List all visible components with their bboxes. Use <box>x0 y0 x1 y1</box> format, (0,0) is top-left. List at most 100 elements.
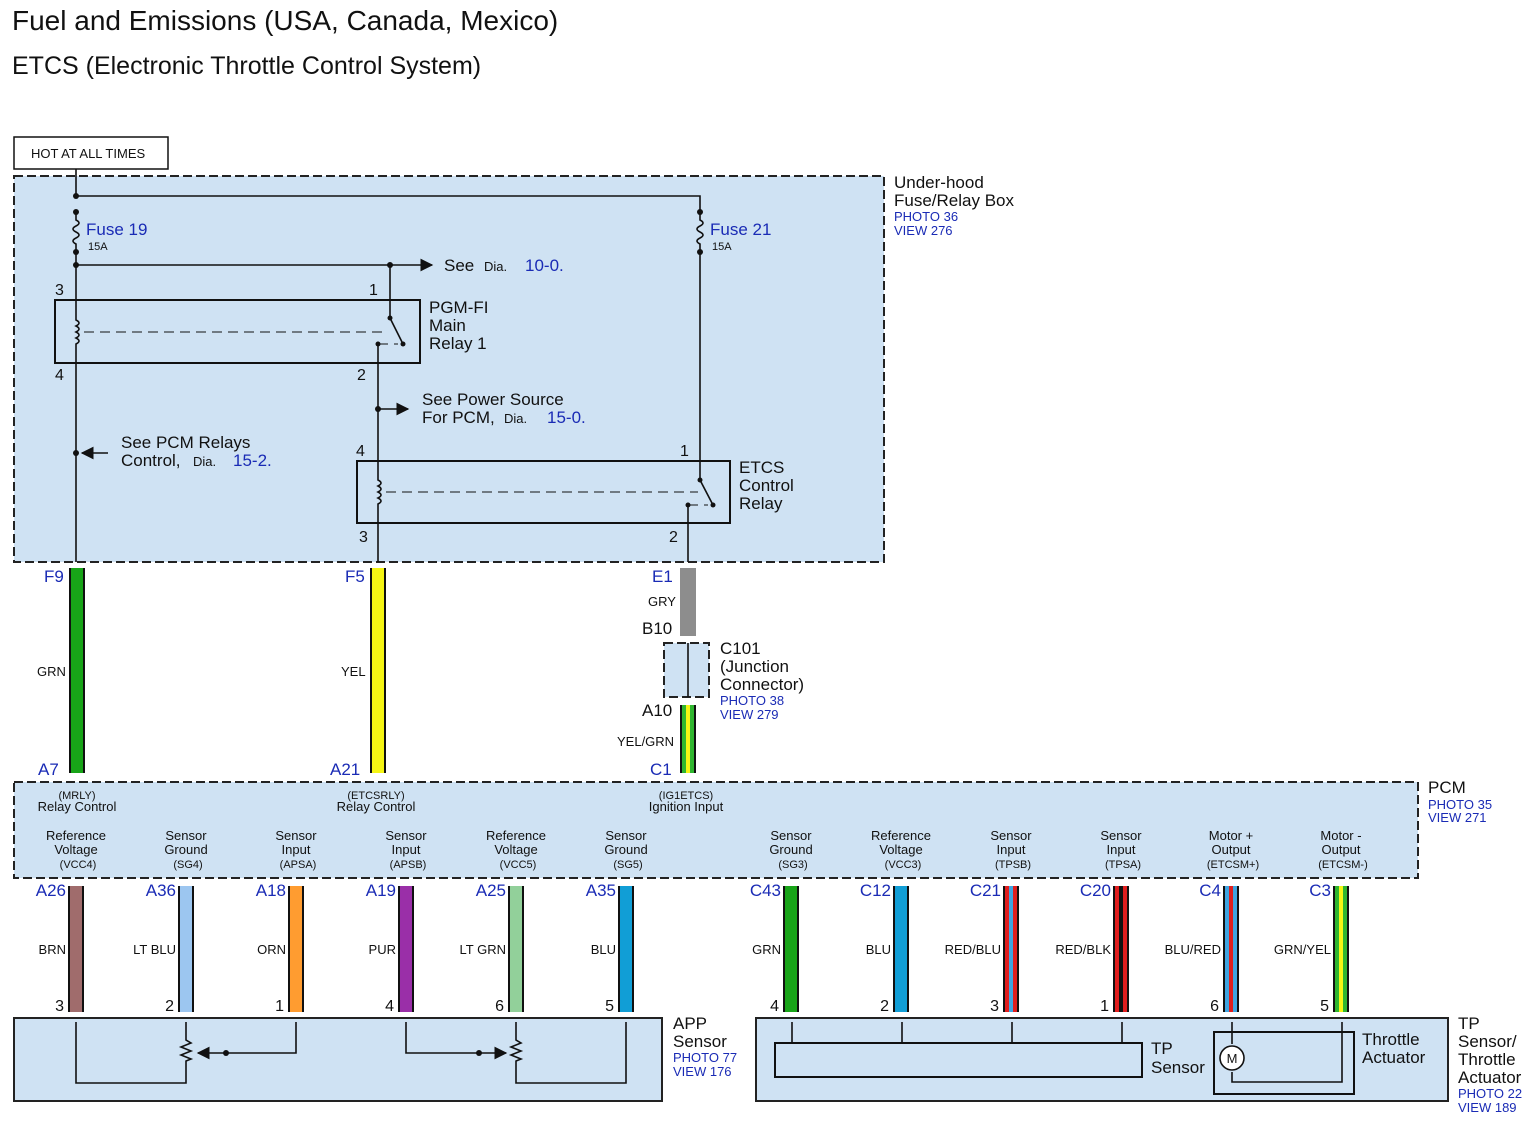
fuse-21-symbol <box>696 212 704 252</box>
relay1-name-line3: Relay 1 <box>429 334 487 353</box>
fuse-19-label[interactable]: Fuse 19 <box>86 220 147 239</box>
app-sensor-name-line2: Sensor <box>673 1032 727 1051</box>
bus-junction-dot <box>73 193 79 199</box>
terminal-code: (ETCSM-) <box>1318 859 1368 871</box>
wire-color-yel-grn: YEL/GRN <box>617 734 674 749</box>
wire-color-gry: GRY <box>648 594 676 609</box>
wire-fill <box>895 886 907 1012</box>
terminal-code: (APSA) <box>280 859 317 871</box>
motor-icon-label: M <box>1227 1051 1238 1066</box>
pin-e1: E1 <box>652 567 673 586</box>
etcs-relay-name-line2: Control <box>739 476 794 495</box>
see-dia-10-0-ref: See Dia. 10-0. <box>444 256 564 275</box>
wire-stripe <box>1229 886 1233 1012</box>
etcs-contact-dot <box>697 477 703 483</box>
hot-at-all-times-box <box>13 136 169 170</box>
wire-color-label: GRN <box>752 942 781 957</box>
etcs-control-relay <box>356 460 731 524</box>
pcm-lower-terminals: ReferenceVoltage(VCC4)SensorGround(SG4)S… <box>46 828 1368 871</box>
pin-a7: A7 <box>38 760 59 779</box>
pcm-photo-link[interactable]: PHOTO 35 <box>1428 797 1492 812</box>
tp-sensor-view-link[interactable]: VIEW 189 <box>1458 1100 1517 1115</box>
pcm-terminal-etcsm-: Motor -Output(ETCSM-) <box>1318 828 1368 871</box>
relay1-contact-dot <box>400 341 406 347</box>
tp-sensor-photo-link[interactable]: PHOTO 22 <box>1458 1086 1522 1101</box>
fuse-box-name-line2: Fuse/Relay Box <box>894 191 1014 210</box>
wire-color-label: LT BLU <box>133 942 176 957</box>
pin-a21: A21 <box>330 760 360 779</box>
relay1-label: PGM-FI Main Relay 1 <box>429 298 489 353</box>
terminal-line1: Sensor <box>275 828 317 843</box>
pcm-view-link[interactable]: VIEW 271 <box>1428 810 1487 825</box>
terminal-line1: Sensor <box>385 828 427 843</box>
app-potentiometer-b <box>508 1022 627 1084</box>
wire-color-label: BLU <box>866 942 891 957</box>
wire-color-yel: YEL <box>341 664 366 679</box>
wire-fill <box>620 886 632 1012</box>
pin-f5: F5 <box>345 567 365 586</box>
wire-stripe <box>1009 886 1013 1012</box>
relay1-pin-3: 3 <box>55 282 64 299</box>
terminal-line2: Ground <box>164 842 207 857</box>
terminal-line2: Input <box>997 842 1026 857</box>
pcm-terminal-etcsrly: (ETCSRLY) Relay Control <box>337 790 416 814</box>
tp-sensor-leads <box>791 1022 1123 1043</box>
c101-view-link[interactable]: VIEW 279 <box>720 707 779 722</box>
tp-sensor-label: TP Sensor/ Throttle Actuator PHOTO 22 VI… <box>1458 1014 1522 1115</box>
upper-wire-f5-a21: F5 YEL A21 <box>330 567 386 779</box>
fuse-box-view-link[interactable]: VIEW 276 <box>894 223 953 238</box>
see-dia-10-0-link[interactable]: 10-0. <box>525 256 564 275</box>
pcm-relays-ref-link[interactable]: 15-2. <box>233 451 272 470</box>
relay1-pin-2: 2 <box>357 367 366 384</box>
tp-inner-name-line2: Sensor <box>1151 1058 1205 1077</box>
junction-dot <box>476 1050 482 1056</box>
power-source-ref-link[interactable]: 15-0. <box>547 408 586 427</box>
terminal-code: (VCC3) <box>885 859 922 871</box>
pin-a25: A25 <box>476 881 506 900</box>
app-sensor-box <box>13 1017 663 1102</box>
app-sensor-name-line1: APP <box>673 1014 707 1033</box>
terminal-code: (ETCSRLY) <box>347 790 404 802</box>
etcs-relay-pin-3: 3 <box>359 529 368 546</box>
fuse-21-label[interactable]: Fuse 21 <box>710 220 771 239</box>
wire-color-label: BLU/RED <box>1165 942 1221 957</box>
terminal-line2: Voltage <box>494 842 537 857</box>
c101-name-line1: C101 <box>720 639 761 658</box>
pcm-relays-ref-line1: See PCM Relays <box>121 433 250 452</box>
terminal-line1: Sensor <box>770 828 812 843</box>
sensor-pin-number: 6 <box>1210 998 1219 1015</box>
sensor-pin-number: 3 <box>990 998 999 1015</box>
relay1-name-line2: Main <box>429 316 466 335</box>
wire-fill <box>70 886 82 1012</box>
wire-stripe <box>1339 886 1343 1012</box>
app-sensor-photo-link[interactable]: PHOTO 77 <box>673 1050 737 1065</box>
pin-c1: C1 <box>650 760 672 779</box>
etcs-relay-name-line3: Relay <box>739 494 783 513</box>
wire-color-label: RED/BLU <box>945 942 1001 957</box>
terminal-line1: Sensor <box>165 828 207 843</box>
app-sensor-label: APP Sensor PHOTO 77 VIEW 176 <box>673 1014 737 1079</box>
pin-a36: A36 <box>146 881 176 900</box>
fuse-box-photo-link[interactable]: PHOTO 36 <box>894 209 958 224</box>
c101-label: C101 (Junction Connector) PHOTO 38 VIEW … <box>720 639 804 722</box>
power-source-ref-dia: Dia. <box>504 411 527 426</box>
sensor-pin-number: 5 <box>1320 998 1329 1015</box>
upper-wire-e1-b10: E1 GRY B10 <box>642 567 696 638</box>
pcm-relays-ref-line2: Control, <box>121 451 181 470</box>
tp-sensor-name-line3: Throttle <box>1458 1050 1516 1069</box>
etcs-relay-pin-1: 1 <box>680 443 689 460</box>
c101-photo-link[interactable]: PHOTO 38 <box>720 693 784 708</box>
etcs-relay-coil <box>376 461 382 523</box>
upper-wire-f9-a7: F9 GRN A7 <box>37 567 85 779</box>
app-sensor-view-link[interactable]: VIEW 176 <box>673 1064 732 1079</box>
throttle-actuator-inner-box <box>1213 1031 1355 1095</box>
